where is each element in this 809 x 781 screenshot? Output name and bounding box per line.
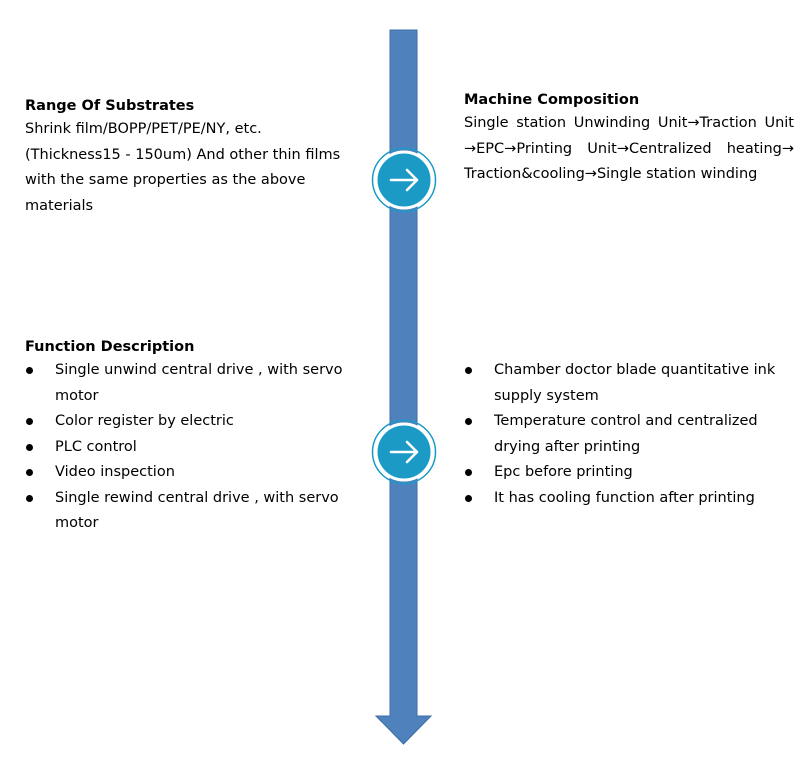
function-description-section: Function Description Single unwind centr… xyxy=(25,337,360,537)
list-item: Color register by electric xyxy=(25,409,360,435)
machine-composition-text: Single station Unwinding Unit→Traction U… xyxy=(464,115,794,182)
range-of-substrates-title: Range Of Substrates xyxy=(25,98,195,114)
bullet-icon xyxy=(26,418,33,425)
features-list: Chamber doctor blade quantitative ink su… xyxy=(464,358,784,511)
machine-composition-section: Machine Composition Single station Unwin… xyxy=(464,90,794,188)
list-item: Temperature control and centralized dryi… xyxy=(464,409,784,460)
function-description-list: Single unwind central drive , with servo… xyxy=(25,358,360,537)
list-item: It has cooling function after printing xyxy=(464,486,784,512)
machine-composition-title: Machine Composition xyxy=(464,92,640,108)
list-item: Epc before printing xyxy=(464,460,784,486)
bullet-icon xyxy=(465,367,472,374)
bullet-icon xyxy=(465,494,472,502)
range-of-substrates-section: Range Of Substrates Shrink film/BOPP/PET… xyxy=(25,96,360,219)
right-arrow-icon xyxy=(371,419,437,485)
list-item: PLC control xyxy=(25,435,360,461)
list-item: Video inspection xyxy=(25,460,360,486)
list-item: Single rewind central drive , with servo… xyxy=(25,486,360,537)
down-arrow-icon xyxy=(374,29,433,745)
bullet-icon xyxy=(26,494,33,502)
bullet-icon xyxy=(26,443,33,451)
list-item: Single unwind central drive , with servo… xyxy=(25,358,360,409)
list-item: Chamber doctor blade quantitative ink su… xyxy=(464,358,784,409)
function-description-title: Function Description xyxy=(25,339,195,355)
features-section: Chamber doctor blade quantitative ink su… xyxy=(464,358,784,511)
bullet-icon xyxy=(465,418,472,425)
range-of-substrates-text: Shrink film/BOPP/PET/PE/NY, etc. (Thickn… xyxy=(25,121,341,214)
bullet-icon xyxy=(26,469,33,476)
right-arrow-icon xyxy=(371,147,437,213)
bullet-icon xyxy=(465,469,472,476)
bullet-icon xyxy=(26,367,33,374)
